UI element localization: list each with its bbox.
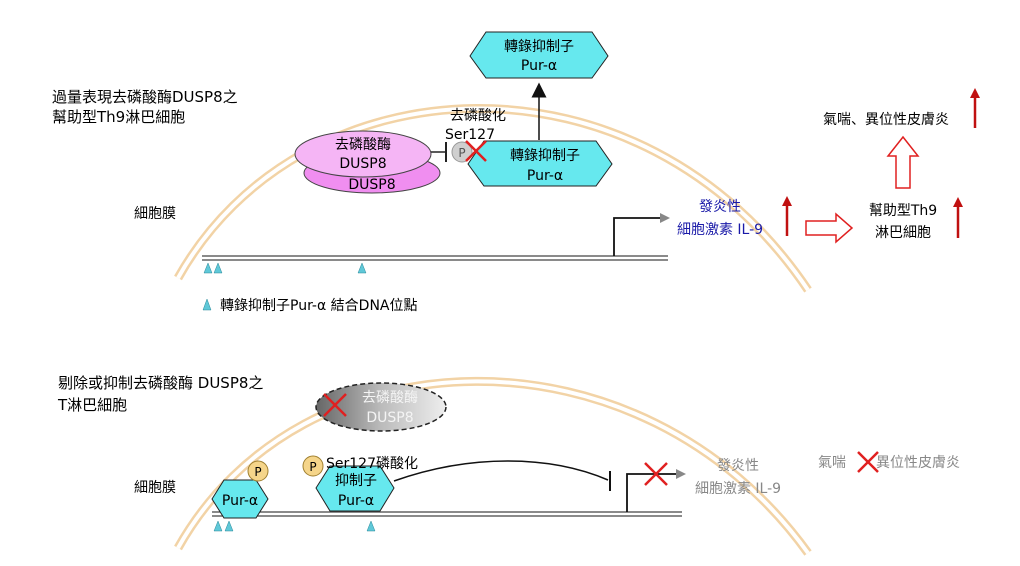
bottom-cell-label-line2: T淋巴細胞 [57, 396, 127, 414]
repressor-top-line1: 轉錄抑制子 [504, 39, 574, 55]
binding-site-marker [366, 520, 376, 532]
repressor-inhibition-curve [393, 460, 609, 482]
dusp8-deleted-line2: DUSP8 [366, 410, 413, 426]
binding-site-marker [203, 262, 213, 274]
disease-blocked-x-icon [857, 451, 879, 473]
ser127-phos-label: Ser127磷酸化 [326, 456, 418, 472]
phosphate-label-top: P [458, 146, 465, 160]
top-cell-label-line2: 幫助型Th9淋巴細胞 [52, 108, 185, 126]
ser127-label-top: Ser127 [445, 127, 495, 143]
promoter-arrow-bottom [626, 473, 676, 512]
binding-site-marker [213, 520, 223, 532]
dusp8-deleted-line1: 去磷酸酶 [362, 390, 418, 406]
dusp8-back-label: DUSP8 [348, 177, 395, 193]
top-membrane-label: 細胞膜 [134, 206, 176, 222]
hollow-arrow-up-icon [886, 135, 920, 189]
th9-label-line1: 幫助型Th9 [869, 203, 937, 219]
phosphate-removed-x-icon [465, 140, 487, 162]
phosphate-circle-right [302, 455, 324, 477]
cytokine-label-bottom-line1: 發炎性 [717, 458, 759, 474]
pur-alpha-hexagon-bound [211, 479, 269, 519]
promoter-arrow-bottom-head [676, 469, 686, 479]
binding-site-marker [357, 262, 367, 274]
binding-site-marker [224, 520, 234, 532]
repressor-hexagon-bound [467, 140, 613, 187]
binding-site-marker [213, 262, 223, 274]
dusp8-ellipse-front [294, 130, 432, 178]
pur-alpha-bound-label: Pur-α [222, 493, 258, 509]
dusp8-ellipse-deleted [315, 382, 447, 432]
bottom-membrane-label: 細胞膜 [134, 480, 176, 496]
phosphate-left-label: P [254, 465, 261, 479]
increase-arrow-icon [970, 88, 980, 128]
increase-arrow-icon [953, 197, 963, 238]
phosphate-circle-removed [451, 141, 473, 163]
phosphate-right-label: P [309, 460, 316, 474]
disease-b-label-bottom: 異位性皮膚炎 [876, 455, 960, 471]
repressor-bound-line2: Pur-α [527, 168, 563, 184]
deleted-x-icon [323, 393, 347, 417]
bottom-cell-label-line1: 剔除或抑制去磷酸酶 DUSP8之 [58, 374, 263, 392]
disease-a-label-bottom: 氣喘 [818, 454, 846, 471]
th9-label-line2: 淋巴細胞 [875, 225, 931, 241]
repressor-phos-line2: Pur-α [338, 493, 374, 509]
repressor-top-line2: Pur-α [521, 58, 557, 74]
cytokine-label-top-line1: 發炎性 [699, 199, 741, 215]
cytokine-label-bottom-line2: 細胞激素 IL-9 [695, 480, 781, 497]
dusp8-front-line2: DUSP8 [339, 156, 386, 172]
top-panel: 過量表現去磷酸酶DUSP8之 幫助型Th9淋巴細胞 細胞膜 轉錄抑制子 Pur-… [52, 31, 980, 314]
dephosphorylation-label: 去磷酸化 [450, 108, 506, 124]
legend-label: 轉錄抑制子Pur-α 結合DNA位點 [220, 298, 418, 314]
hollow-arrow-right-icon [805, 212, 854, 244]
phosphate-circle-left [247, 460, 269, 482]
dusp8-front-line1: 去磷酸酶 [335, 137, 391, 153]
bottom-panel: 剔除或抑制去磷酸酶 DUSP8之 T淋巴細胞 細胞膜 去磷酸酶 DUSP8 Pu… [57, 374, 960, 556]
repressor-phos-line1: 抑制子 [335, 473, 377, 489]
top-cell-label-line1: 過量表現去磷酸酶DUSP8之 [52, 88, 238, 106]
increase-arrow-icon [782, 196, 792, 236]
promoter-arrow-top-head [660, 213, 670, 223]
cytokine-label-top-line2: 細胞激素 IL-9 [677, 221, 763, 238]
bottom-cell-membrane [174, 376, 812, 556]
blocked-x-icon [644, 462, 668, 486]
repressor-hexagon-top [469, 31, 609, 79]
disease-label-top: 氣喘、異位性皮膚炎 [823, 111, 949, 128]
repressor-hexagon-phosphorylated [315, 465, 395, 512]
legend-binding-site-icon [202, 298, 212, 311]
promoter-arrow-top [613, 217, 660, 256]
repressor-bound-line1: 轉錄抑制子 [510, 148, 580, 164]
